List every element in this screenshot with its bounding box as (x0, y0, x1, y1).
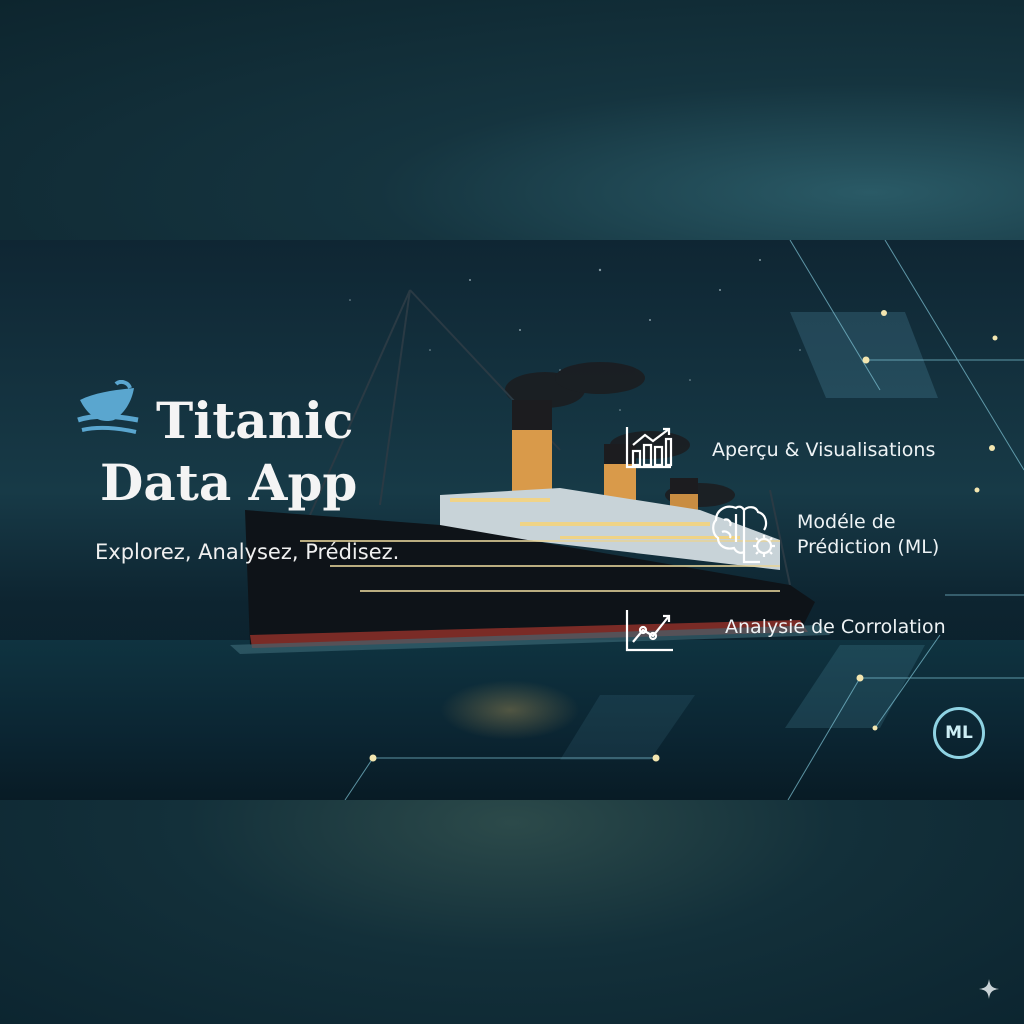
hull (245, 510, 815, 645)
brain-gear-icon (712, 505, 775, 564)
ml-badge: ML (933, 707, 985, 759)
feature-label-line1: Modéle de (797, 511, 896, 533)
bar-chart-icon (625, 427, 673, 469)
tagline: Explorez, Analysez, Prédisez. (95, 540, 400, 564)
sparkle-icon (979, 979, 999, 999)
blurred-bottom-backdrop (0, 800, 1024, 1024)
feature-label: Analysie de Corrolation (725, 616, 946, 638)
water-reflection (440, 680, 580, 740)
stars (349, 259, 801, 411)
blurred-top-backdrop (0, 0, 1024, 240)
ocean (0, 640, 1024, 800)
hero-banner: Titanic Data App Explorez, Analysez, Pré… (0, 240, 1024, 800)
feature-label-line2: Prédiction (ML) (797, 536, 940, 558)
app-title-line2: Data App (100, 453, 358, 512)
ship-scene (230, 240, 1024, 800)
feature-apercu-visualisations[interactable]: Aperçu & Visualisations (712, 438, 935, 463)
superstructure (440, 488, 780, 570)
app-title-line1: Titanic (156, 391, 354, 450)
line-chart-icon (625, 610, 673, 652)
teacup-logo-icon (77, 380, 139, 434)
tech-overlay (344, 240, 1024, 800)
app-title: Titanic Data App (100, 390, 357, 514)
feature-modele-prediction[interactable]: Modéle de Prédiction (ML) (797, 510, 939, 560)
feature-analyse-correlation[interactable]: Analysie de Corrolation (725, 615, 946, 640)
feature-label: Aperçu & Visualisations (712, 439, 936, 461)
